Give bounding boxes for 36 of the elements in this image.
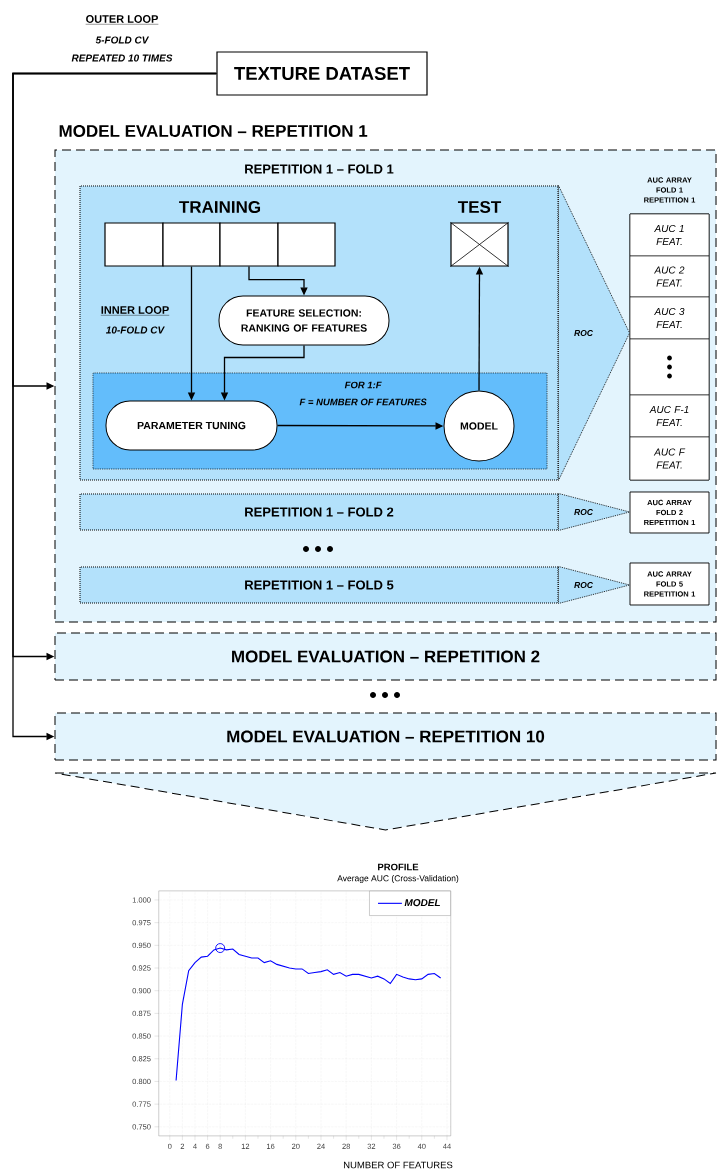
training-fold-box: [219, 222, 279, 267]
edge-label: ROC: [573, 329, 594, 337]
auc-cell: [629, 338, 710, 396]
loop-note: 5-FOLD CV: [95, 36, 150, 44]
chart-title: PROFILE: [378, 863, 419, 871]
dataset-box: TEXTURE DATASET: [216, 51, 428, 96]
auc-cell: AUC 1 FEAT.: [629, 213, 710, 257]
axis-label: NUMBER OF FEATURES: [344, 1161, 453, 1169]
loop-heading: INNER LOOP: [100, 306, 170, 316]
auc-cell: AUC 2 FEAT.: [629, 255, 710, 298]
loop-note: 10-FOLD CV: [106, 326, 165, 334]
roc-chevron: [558, 185, 630, 481]
node-label: MODEL EVALUATION – REPETITION 1: [59, 124, 368, 138]
training-fold-box: [277, 222, 336, 267]
evaluation-panel: MODEL EVALUATION – REPETITION 10: [54, 712, 717, 761]
auc-cell: AUC F FEAT.: [629, 436, 710, 481]
edge-label: ROC: [573, 508, 594, 516]
loop-note: REPEATED 10 TIMES: [71, 54, 173, 62]
chart-subtitle: Average AUC (Cross-Validation): [337, 875, 459, 883]
auc-cell: AUC F-1 FEAT.: [629, 394, 710, 438]
roc-chevron: [558, 566, 630, 604]
training-heading: TRAINING: [179, 200, 261, 213]
process-pill: FEATURE SELECTION: RANKING OF FEATURES: [218, 295, 390, 346]
auc-cell: AUC 3 FEAT.: [629, 296, 710, 340]
training-fold-box: [104, 222, 164, 267]
roc-chevron: [558, 493, 630, 531]
evaluation-panel: MODEL EVALUATION – REPETITION 2: [54, 632, 717, 681]
edge-label: ROC: [573, 581, 594, 589]
loop-heading: OUTER LOOP: [85, 15, 159, 25]
node-label: REPETITION 1 – FOLD 1: [245, 164, 394, 174]
node-label: TEST: [457, 200, 502, 214]
down-chevron: [54, 772, 717, 831]
test-box: TEST: [450, 200, 509, 267]
process-pill: PARAMETER TUNING: [105, 400, 278, 451]
training-fold-box: [162, 222, 221, 267]
legend-label: MODEL: [404, 899, 440, 907]
